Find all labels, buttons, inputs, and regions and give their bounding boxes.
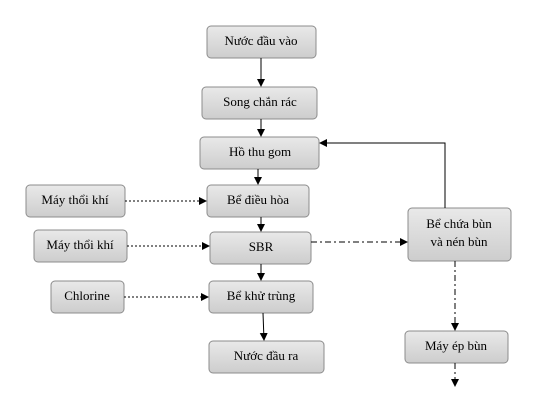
node-collection-pit: Hồ thu gom — [199, 136, 320, 170]
node-sludge-press: Máy ép bùn — [404, 330, 509, 364]
node-sbr: SBR — [209, 231, 312, 265]
svg-text:Hồ thu gom: Hồ thu gom — [229, 144, 291, 159]
node-bar-screen: Song chắn rác — [201, 86, 318, 120]
svg-text:Nước đầu ra: Nước đầu ra — [234, 348, 299, 363]
node-sludge-tank: Bể chứa bùn và nén bùn — [407, 207, 512, 262]
svg-text:Máy thổi khí: Máy thổi khí — [41, 192, 109, 207]
svg-text:Bể chứa bùn: Bể chứa bùn — [426, 216, 492, 231]
arrow-disinfection-to-output — [259, 312, 268, 341]
svg-text:Chlorine: Chlorine — [64, 288, 110, 303]
node-disinfection-tank: Bể khử trùng — [208, 280, 314, 314]
svg-text:SBR: SBR — [249, 239, 274, 254]
node-blower-2: Máy thổi khí — [33, 229, 128, 263]
svg-text:Máy thổi khí: Máy thổi khí — [46, 237, 114, 252]
svg-text:và nén bùn: và nén bùn — [430, 234, 488, 249]
svg-text:Máy ép bùn: Máy ép bùn — [425, 338, 488, 353]
svg-text:Bể điều hòa: Bể điều hòa — [227, 192, 289, 207]
node-equalization-tank: Bể điều hòa — [206, 184, 310, 218]
svg-text:Song chắn rác: Song chắn rác — [223, 94, 297, 109]
arrow-sludge-return-to-pit — [319, 139, 446, 208]
node-input-water: Nước đầu vào — [206, 25, 317, 59]
node-blower-1: Máy thổi khí — [25, 184, 126, 218]
node-chlorine: Chlorine — [50, 280, 125, 314]
svg-text:Nước đầu vào: Nước đầu vào — [224, 33, 297, 48]
svg-text:Bể khử trùng: Bể khử trùng — [227, 288, 296, 303]
node-output-water: Nước đầu ra — [208, 340, 325, 374]
